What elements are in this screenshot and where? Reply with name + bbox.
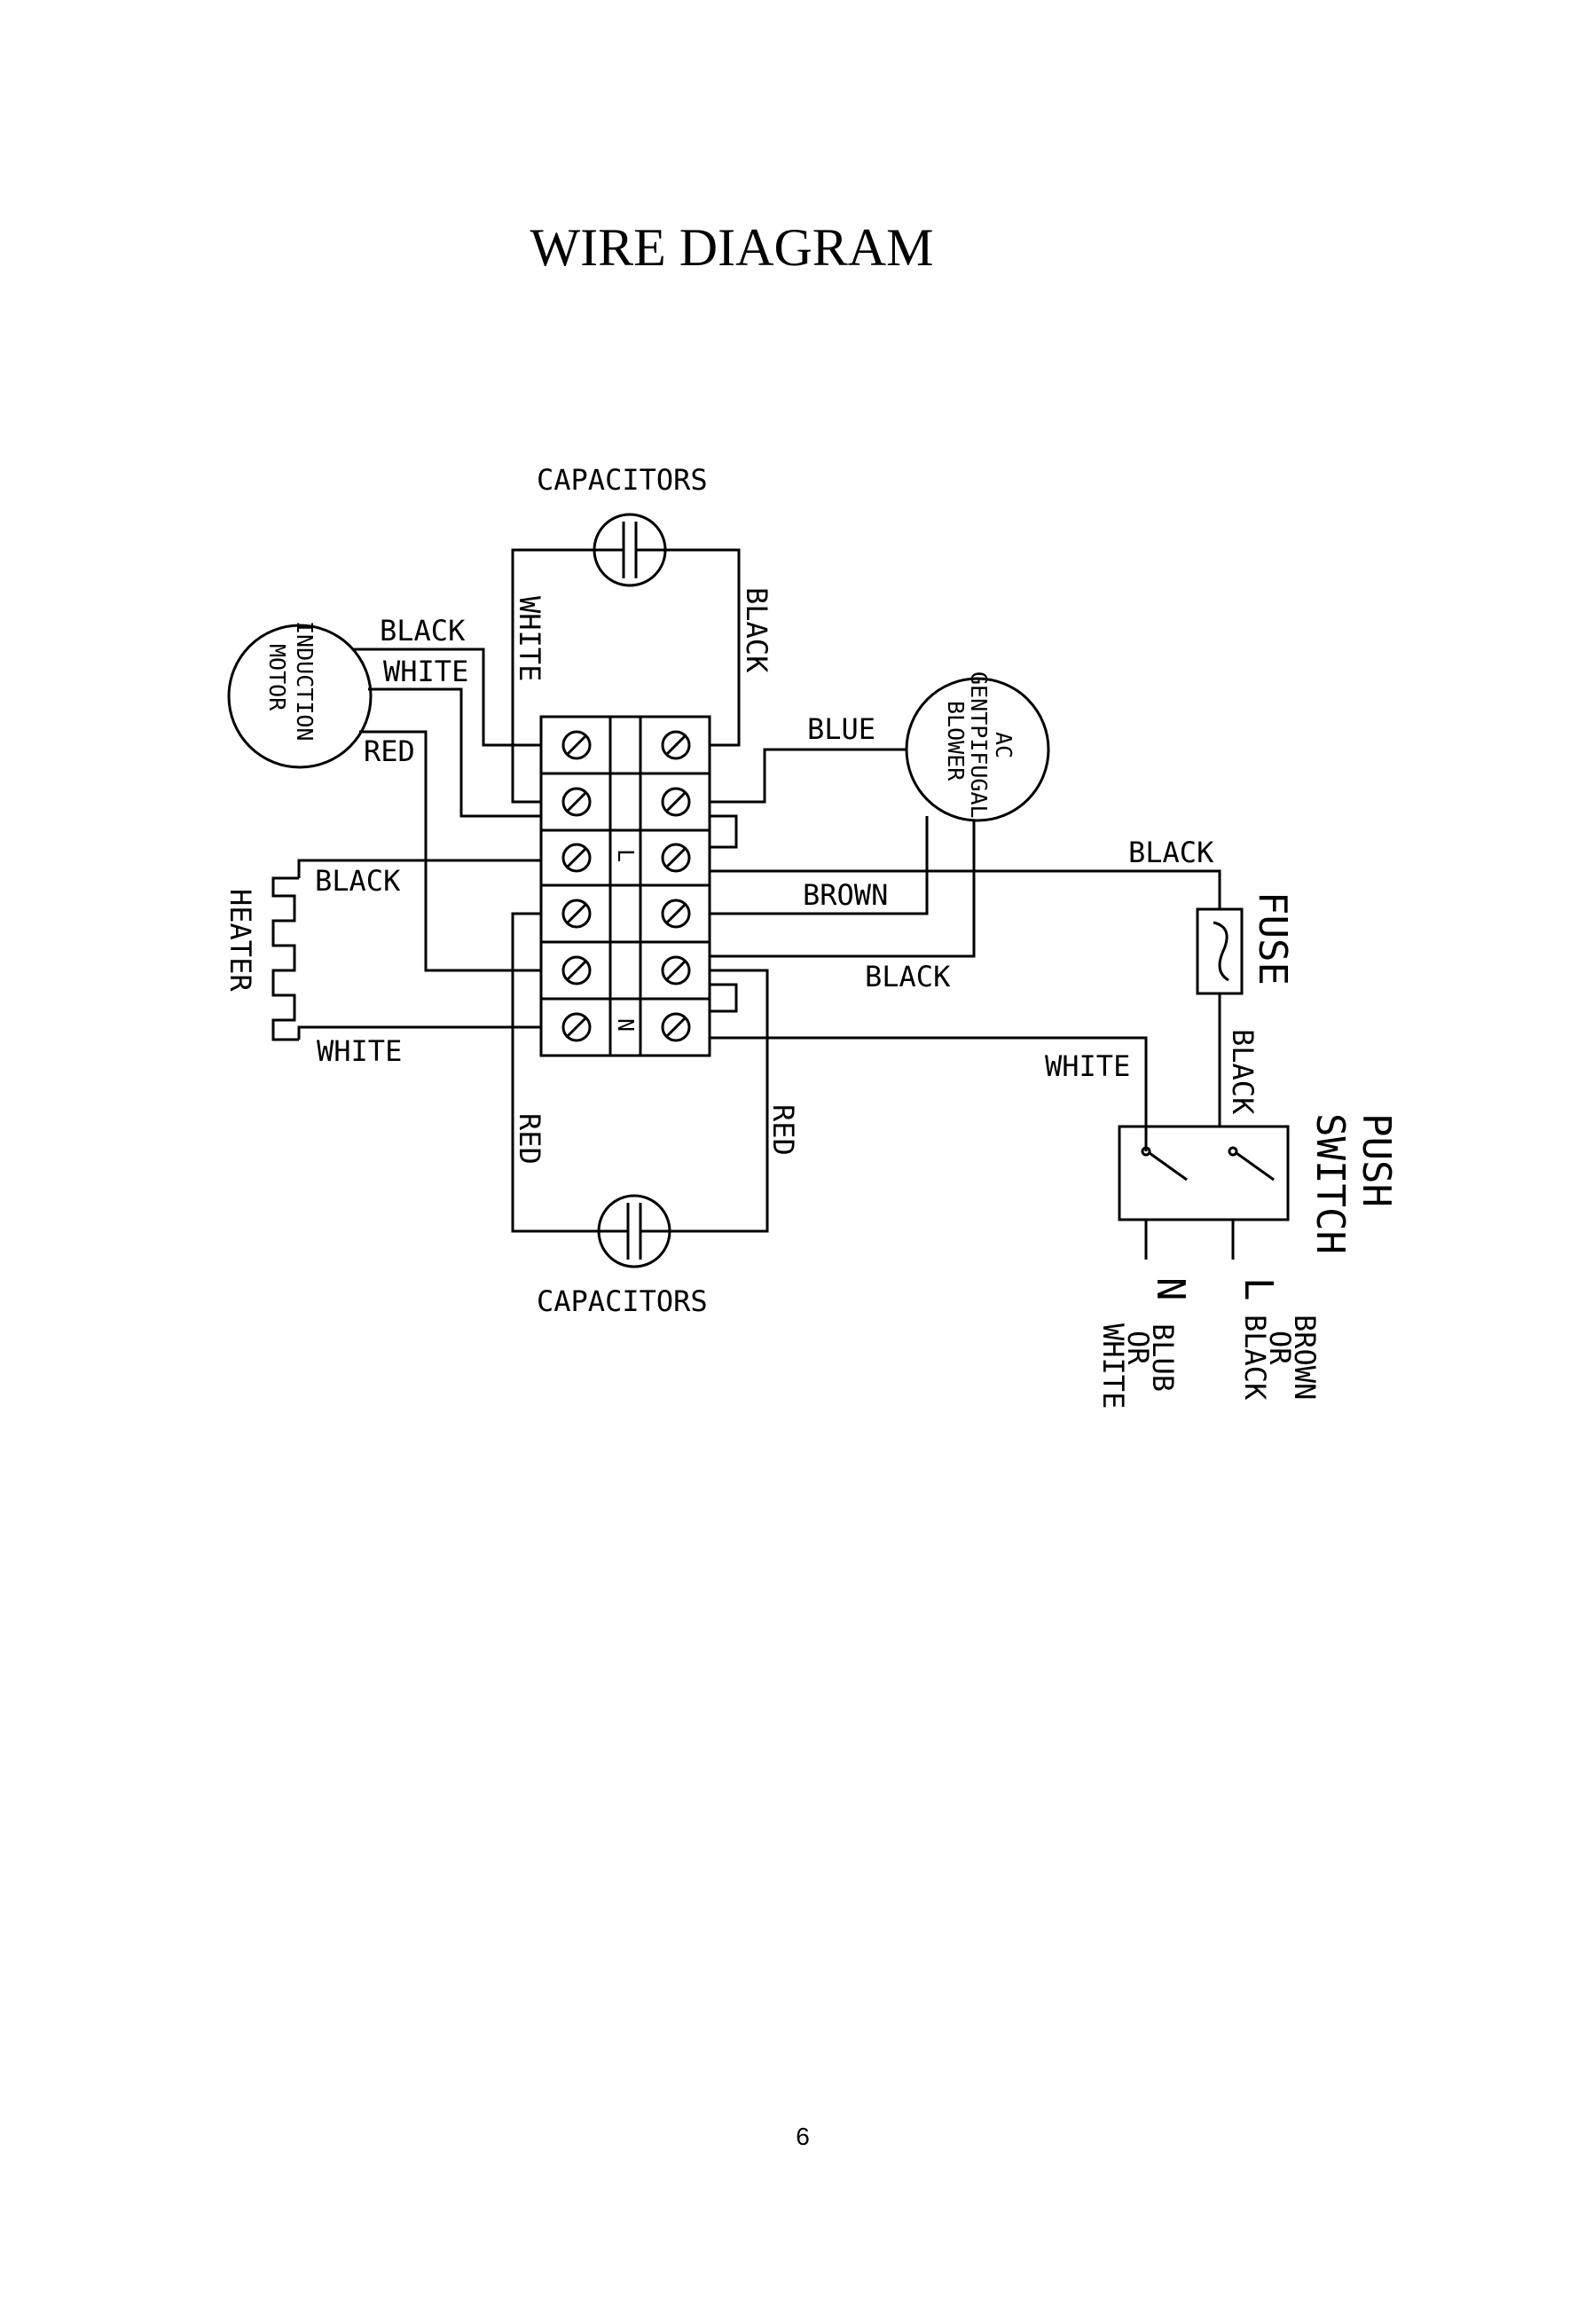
fuse-label: FUSE xyxy=(1250,891,1295,985)
supply-terminal-n: N xyxy=(1148,1277,1193,1301)
capacitor-top xyxy=(593,513,667,587)
induction-motor-label-line1: INDUCTION xyxy=(292,621,318,741)
wire-label-black-heater: BLACK xyxy=(315,864,401,898)
push-switch-body xyxy=(1118,1125,1290,1221)
push-switch-label-line2: SWITCH xyxy=(1307,1113,1353,1254)
wire-label-white-heater: WHITE xyxy=(317,1034,402,1068)
supply-n-caption-line3: WHITE xyxy=(1096,1323,1130,1409)
heater-label: HEATER xyxy=(224,889,257,992)
capacitor-bottom xyxy=(597,1194,671,1268)
push-switch-blade-l xyxy=(1236,1151,1275,1182)
capacitors-bottom-label: CAPACITORS xyxy=(537,1284,708,1318)
push-switch-contact-l xyxy=(1228,1146,1238,1157)
wire-label-red-cap-right: RED xyxy=(766,1104,800,1156)
wire-label-blue: BLUE xyxy=(807,712,875,746)
supply-n-caption-line2: OR xyxy=(1121,1331,1155,1365)
blower-label-line2: GENTPIFUGAL xyxy=(966,671,992,819)
supply-l-caption-line2: OR xyxy=(1263,1331,1297,1365)
supply-terminal-l: L xyxy=(1236,1277,1281,1301)
terminal-label-neutral: N xyxy=(613,1018,639,1032)
heater-coil xyxy=(271,876,299,1041)
push-switch-label-line1: PUSH xyxy=(1354,1113,1399,1207)
supply-l-caption-line1: BROWN xyxy=(1288,1315,1322,1400)
page-number: 6 xyxy=(796,2123,810,2150)
wires xyxy=(297,548,1235,1260)
wire-label-white-switch: WHITE xyxy=(1045,1049,1130,1083)
wire-label-brown: BROWN xyxy=(803,878,888,912)
fuse-body xyxy=(1196,907,1244,995)
wire-label-white-motor: WHITE xyxy=(383,655,468,688)
blower-label-line3: BLOWER xyxy=(943,701,969,781)
wire-label-black-motor: BLACK xyxy=(380,614,466,648)
fuse-element xyxy=(1213,921,1229,982)
wire-label-red-motor: RED xyxy=(364,734,415,768)
wire-label-black-fuse: BLACK xyxy=(1128,836,1214,869)
induction-motor-label-line2: MOTOR xyxy=(264,644,290,711)
wire-label-black-switch: BLACK xyxy=(1226,1029,1260,1115)
wire-label-white-cap-top: WHITE xyxy=(513,596,546,681)
supply-n-caption-line1: BLUB xyxy=(1146,1323,1180,1392)
induction-motor-circle xyxy=(227,624,373,769)
wire-label-black-cap-top: BLACK xyxy=(740,587,773,673)
push-switch-blade-n xyxy=(1149,1151,1188,1182)
supply-l-caption-line3: BLACK xyxy=(1238,1315,1272,1401)
terminal-label-live: L xyxy=(613,849,639,862)
capacitors-top-label: CAPACITORS xyxy=(537,463,708,497)
blower-label-line1: AC xyxy=(991,732,1017,758)
wire-label-black-blower: BLACK xyxy=(865,960,951,993)
page-title: WIRE DIAGRAM xyxy=(530,218,934,277)
terminal-screws xyxy=(561,730,691,1042)
terminal-block xyxy=(539,715,711,1057)
wire-label-red-cap-left: RED xyxy=(513,1113,546,1165)
